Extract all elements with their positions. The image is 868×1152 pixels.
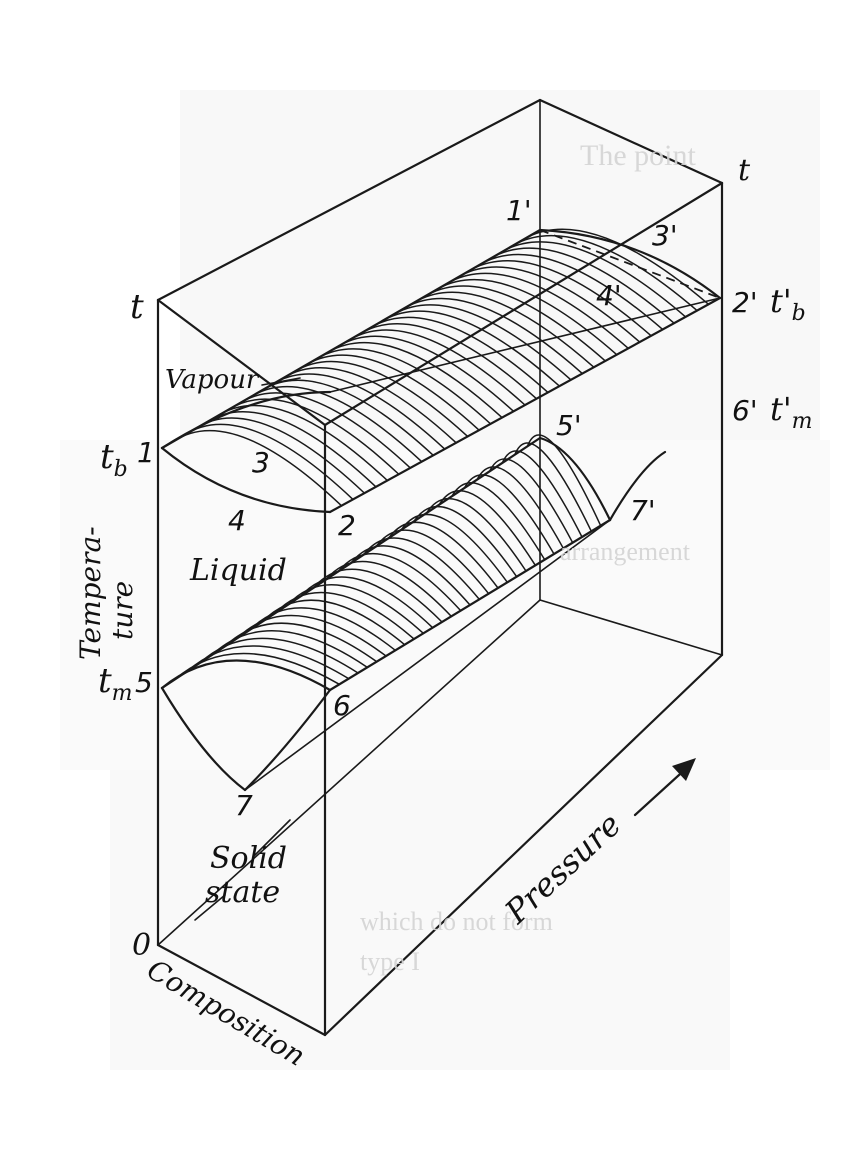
melting-hatch-line [325,560,452,617]
melting-hatch-line [413,505,518,578]
boiling-hatch-line [261,379,434,456]
point-4-label: 4 [228,504,246,537]
temperature-label: Tempera- ture [74,517,139,660]
melting-hatch-line [350,545,471,606]
melting-hatch-line [312,568,443,623]
melting-hatch-line [237,614,387,657]
boiling-hatch-line [406,297,583,375]
boiling-hatch-line [328,341,503,419]
melting-hatch-line [249,607,396,651]
leader-lines [194,377,301,921]
point-3-label: 3 [252,446,270,479]
pressure-arrow [633,758,696,817]
boiling-hatch-line [439,278,618,356]
melting-hatch-line [337,553,462,612]
point-2p-inline: 2' [732,286,758,319]
boiling-hatch-line [472,260,652,337]
point-labels: 1 2 3 4 5 6 7 1' 2' 3' 4' 5' 6' 7' [135,194,678,822]
boiling-hatch-line [283,366,457,444]
point-5p-label: 5' [556,409,582,442]
boiling-hatch-line [217,404,388,482]
boiling-surface [160,228,722,514]
melting-hatch-line [262,599,406,646]
svg-text:The point: The point [580,139,696,172]
melting-hatch-line [488,458,574,544]
vapour-label: Vapour [165,365,260,395]
melting-hatch-line [300,576,434,629]
boiling-hatch-line [461,266,641,343]
origin-label: 0 [132,928,151,963]
t-right-label: t [738,153,751,188]
boiling-hatch-line [484,253,664,331]
liquid-label: Liquid [189,553,287,588]
melting-hatch-line [514,442,593,532]
boiling-hatch-line [350,329,526,406]
point-1p-label: 1' [506,194,532,227]
melting-hatch-line [476,466,564,549]
boiling-hatch-line [239,392,411,469]
boiling-hatch-line [339,335,515,412]
melting-hatch-line [501,450,583,538]
svg-text:which do not form: which do not form [360,907,553,936]
region-labels: Vapour Liquid Solid state [165,365,297,910]
point-4p-label: 4' [596,279,622,312]
point-2-label: 2 [338,509,356,542]
boiling-hatch-line [495,247,675,324]
melting-hatch-line [388,521,499,589]
boiling-hatch-line [506,241,687,318]
point-7-label: 7 [235,789,253,822]
melting-hatch-line [400,513,508,583]
solid-line1: Solid [210,841,287,876]
tm-prime-label: t'm [770,390,813,434]
point-3p-label: 3' [652,219,678,252]
melting-surface [160,434,667,792]
melting-hatch-line [375,529,490,595]
point-6-label: 6 [333,689,351,722]
background-texture [60,90,830,1070]
boiling-hatch-line [228,398,400,475]
boiling-hatch-line [395,304,572,381]
ghost-text: The point arrangement which do not form … [360,139,696,976]
melting-hatch-line [363,537,480,600]
melting-hatch-line [451,482,546,561]
point-5-label: 5 [135,666,153,699]
boiling-hatch-line [317,348,492,425]
boiling-hatch-line [183,423,354,500]
boiling-hatch-line [295,360,469,438]
point-7p-label: 7' [630,494,656,527]
point-6p-inline: 6' [732,394,758,427]
svg-text:arrangement: arrangement [560,537,691,566]
melting-hatching [174,434,602,685]
melting-hatch-line [425,497,527,572]
point-1-label: 1 [137,436,155,469]
prism-box [156,98,724,1037]
tb-label: tb [100,437,128,482]
melting-hatch-line [224,622,378,663]
melting-hatch-line [463,474,555,555]
temperature-line1: Tempera- [74,526,107,660]
boiling-hatch-line [517,234,698,312]
boiling-hatch-line [250,385,423,463]
t-left-label: t [130,287,144,327]
tb-prime-label: t'b [770,282,806,326]
boiling-hatch-line [361,322,537,400]
tm-label: tm [98,661,133,706]
temperature-line2: ture [106,581,139,640]
boiling-hatch-line [417,291,595,368]
solid-line2: state [205,875,280,910]
melting-hatch-line [438,489,536,566]
solid-label: Solid state [205,841,297,910]
boiling-hatch-line [172,429,342,507]
melting-hatch-line [274,591,415,640]
boiling-hatch-line [428,285,606,362]
boiling-hatch-line [383,310,560,387]
melting-hatch-line [287,584,424,634]
boiling-hatch-line [306,354,480,431]
boiling-hatch-line [372,316,549,393]
boiling-hatch-line [272,373,446,450]
svg-text:type I: type I [360,947,420,976]
